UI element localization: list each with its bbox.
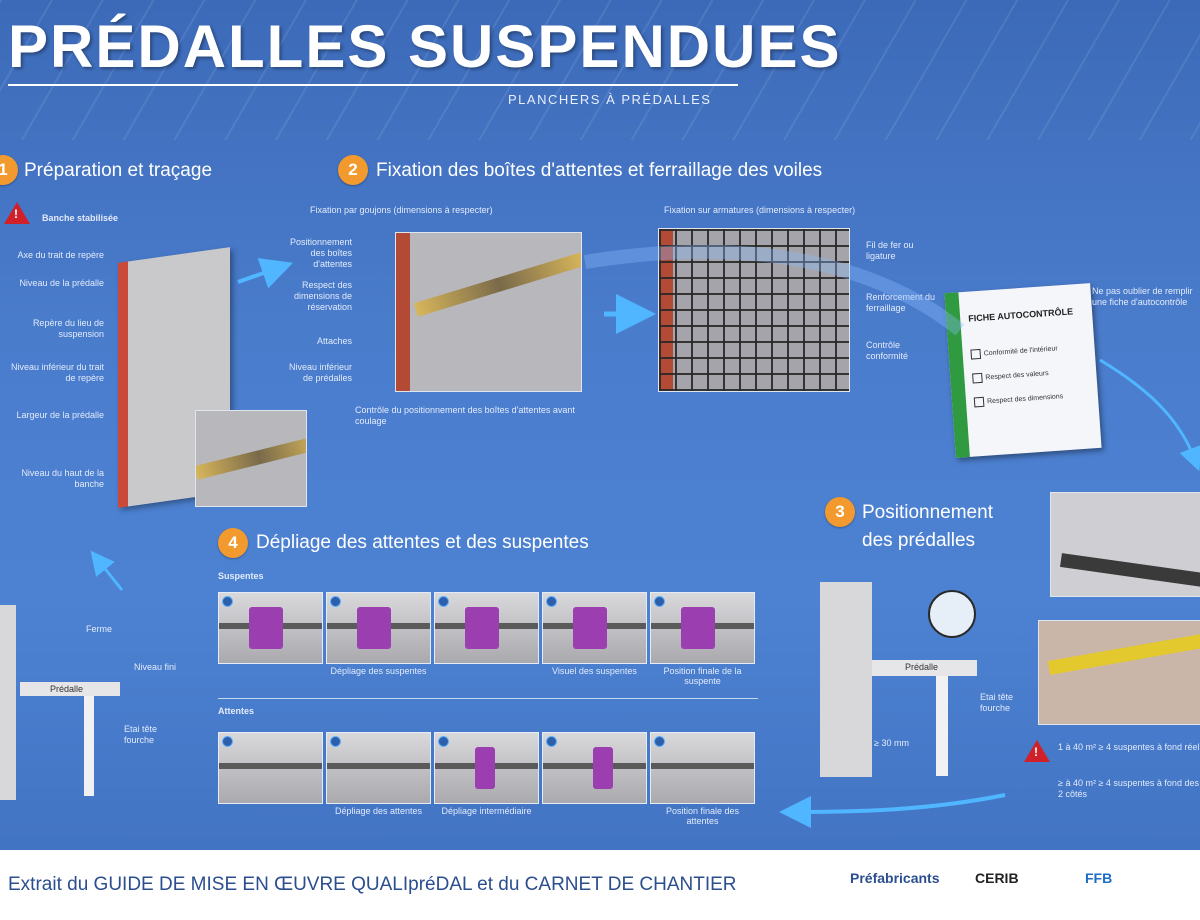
s4-row1-label-4: Position finale de la suspente [663,666,742,686]
warning-icon: ! [4,202,30,224]
right-warning-1: ≥ à 40 m² ≥ 4 suspentes à fond des 2 côt… [1058,778,1199,799]
s2-left-label-3: Niveau inférieur de prédalles [288,362,352,383]
s2-right-label-2: Contrôle conformité [866,340,909,361]
s4-row1-title: Suspentes [218,571,264,581]
detail-photo [195,410,307,507]
section-3-title-line1: Positionnement [862,502,993,523]
s2-left-label-2: Attaches [316,336,352,346]
section-1-badge: 1 [0,155,18,185]
section-2-badge: 2 [338,155,368,185]
s4-row1-thumb-4 [542,592,647,664]
footer: Extrait du GUIDE DE MISE EN ŒUVRE QUALIp… [0,850,1200,920]
page-title: PRÉDALLES SUSPENDUES [8,13,842,80]
s1-level-label: Niveau fini [134,662,177,672]
s3-detail-circle [928,590,976,638]
s4-row1-label-3: Visuel des suspentes [552,666,637,676]
s2-right-label-0: Fil de fer ou ligature [866,240,914,261]
footer-text: Extrait du GUIDE DE MISE EN ŒUVRE QUALIp… [8,874,737,895]
s3-etai-label: Etai tête fourche [980,692,1014,713]
s4-row1 [218,592,758,664]
right-note: Ne pas oublier de remplir une fiche d'au… [1092,286,1193,307]
s4-row1-thumb-1 [218,592,323,664]
page-subtitle: PLANCHERS À PRÉDALLES [508,92,712,107]
s4-row2 [218,732,758,804]
left-label-1: Niveau de la prédalle [19,278,104,288]
section-4-title: Dépliage des attentes et des suspentes [256,532,589,553]
s4-row2-thumb-2 [326,732,431,804]
right-warning-0: 1 à 40 m² ≥ 4 suspentes à fond réel [1058,742,1200,752]
s2-photo-right [658,228,850,392]
left-label-0: Axe du trait de repère [17,250,104,260]
s2-photo-left [395,232,582,392]
s4-row2-title: Attentes [218,706,255,716]
s1-wall [0,605,16,800]
s4-divider [218,698,758,699]
footer-logo-3: FFB [1085,870,1113,886]
s2-right-label-1: Renforcement du ferraillage [866,292,936,313]
s4-row2-thumb-4 [542,732,647,804]
s3-predalle [872,660,977,676]
s4-row2-thumb-3 [434,732,539,804]
section-1-title: Préparation et traçage [24,160,213,181]
s2-caption-right: Fixation sur armatures (dimensions à res… [664,205,856,215]
s2-note: Contrôle du positionnement des boîtes d'… [355,405,575,426]
s4-row2-label-4: Position finale des attentes [665,806,740,826]
s1-ferme-label: Ferme [86,624,113,634]
s4-row1-thumb-2 [326,592,431,664]
footer-logo-1: Préfabricants [850,870,940,886]
s4-row2-thumb-5 [650,732,755,804]
s2-caption-left: Fixation par goujons (dimensions à respe… [310,205,493,215]
s1-predalle-label: Prédalle [50,684,84,694]
s3-photo-top [1050,492,1200,597]
s3-prop [936,676,948,776]
s4-row1-label-1: Dépliage des suspentes [330,666,427,676]
s4-row2-label-1: Dépliage des attentes [334,806,423,816]
left-label-2: Repère du lieu de suspension [32,318,104,339]
footer-logo-2: CERIB [975,870,1019,886]
s2-left-label-0: Positionnement des boîtes d'attentes [289,237,352,269]
title-rule [8,84,738,86]
s1-predalle [20,682,120,696]
left-label-4: Largeur de la prédalle [16,410,104,420]
s3-predalle-label: Prédalle [905,662,939,672]
section-1-warning: Banche stabilisée [42,213,119,223]
header-stripes [0,0,1200,140]
s2-left-label-1: Respect des dimensions de réservation [293,280,352,312]
s3-dimension: ≥ 30 mm [874,738,909,748]
s1-etai-label: Etai tête fourche [124,724,158,745]
s1-prop [84,696,94,796]
s3-photo-bottom [1038,620,1200,725]
s4-row1-thumb-3 [434,592,539,664]
s3-warning-icon: ! [1024,740,1050,762]
section-3-title-line2: des prédalles [862,530,976,551]
section-3-badge: 3 [825,497,855,527]
left-label-3: Niveau inférieur du trait de repère [10,362,104,383]
section-4-badge: 4 [218,528,248,558]
s4-row2-thumb-1 [218,732,323,804]
s4-row1-thumb-5 [650,592,755,664]
section-2-title: Fixation des boîtes d'attentes et ferrai… [376,160,823,181]
s3-wall [820,582,872,777]
left-label-5: Niveau du haut de la banche [21,468,104,489]
s4-row2-label-3: Dépliage intermédiaire [441,806,532,816]
